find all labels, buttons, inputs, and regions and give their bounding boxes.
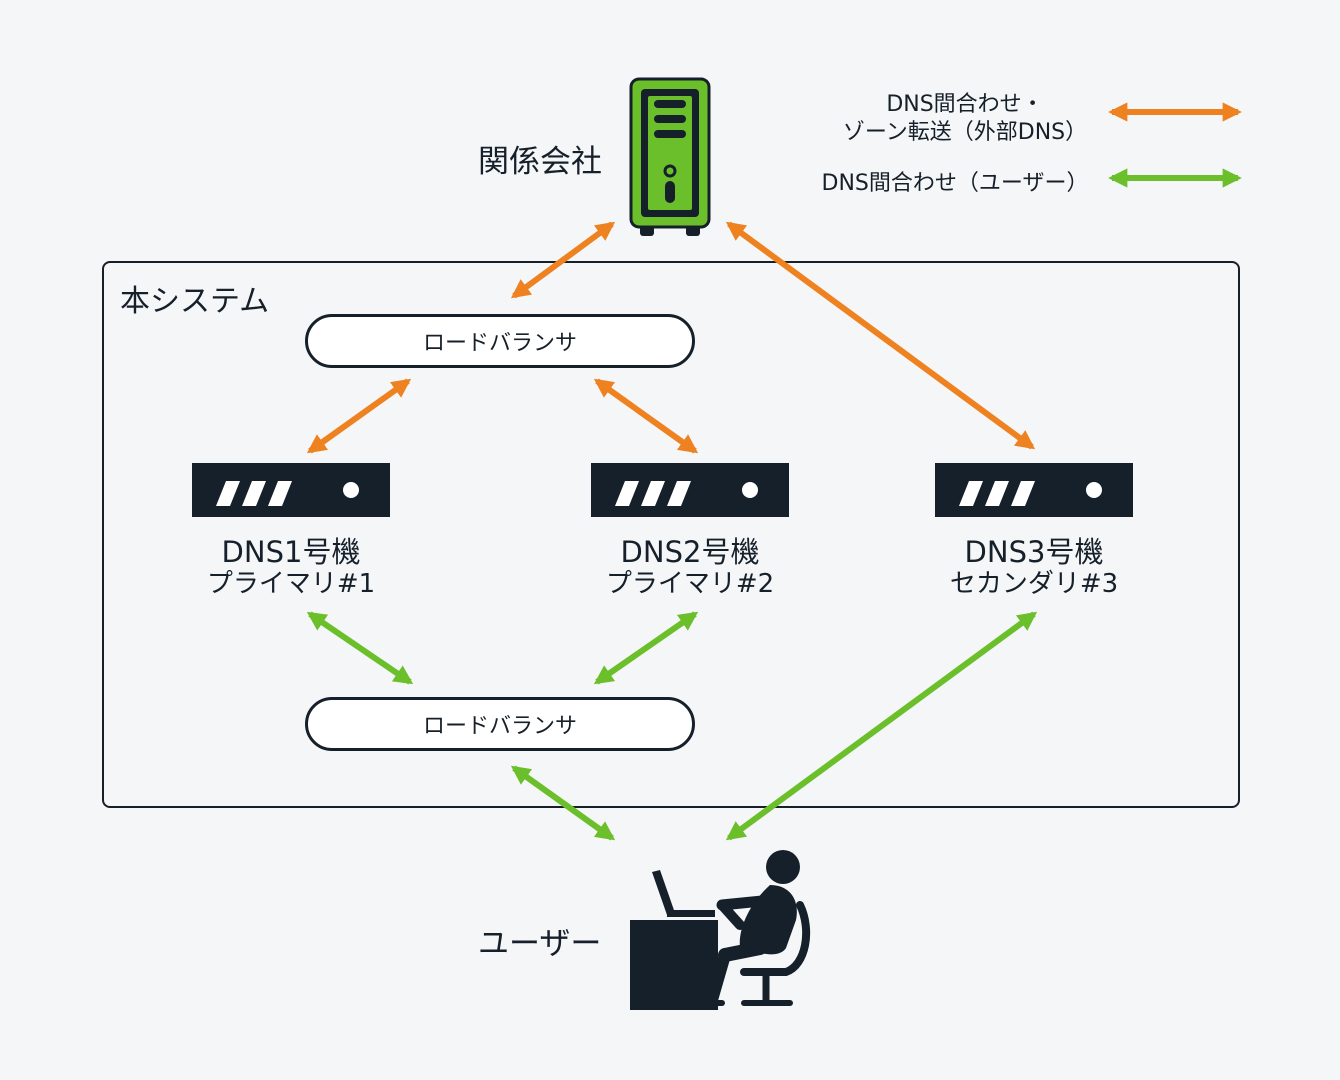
rack-server-icon xyxy=(935,463,1133,517)
server-3-role: セカンダリ#3 xyxy=(949,569,1119,599)
load-balancer-bottom-label: ロードバランサ xyxy=(422,714,577,739)
arrow-dns3-to-user xyxy=(725,611,1038,841)
legend-orange-line2: ゾーン転送（外部DNS） xyxy=(842,120,1088,145)
server-3-name: DNS3号機 xyxy=(964,535,1104,569)
arrow-partner-to-dns3 xyxy=(725,221,1036,450)
arrow-lb-bottom-to-user xyxy=(510,765,616,841)
server-2-role: プライマリ#2 xyxy=(605,569,775,599)
arrow-dns1-to-lb-bottom xyxy=(306,611,414,685)
load-balancer-top: ロードバランサ xyxy=(305,314,695,368)
rack-server-icon xyxy=(192,463,390,517)
rack-server-icon xyxy=(591,463,789,517)
arrow-dns2-to-lb-bottom xyxy=(593,611,699,685)
legend-green-label: DNS間合わせ（ユーザー） xyxy=(821,171,1089,196)
system-boundary xyxy=(102,261,1240,808)
arrow-partner-to-lb-top xyxy=(510,221,616,299)
server-tower-icon xyxy=(629,77,711,236)
load-balancer-top-label: ロードバランサ xyxy=(422,331,577,356)
legend-orange-line1: DNS間合わせ・ xyxy=(886,92,1044,117)
server-1-role: プライマリ#1 xyxy=(206,569,376,599)
load-balancer-bottom: ロードバランサ xyxy=(305,697,695,751)
user-at-desk-icon xyxy=(630,850,811,1010)
system-label: 本システム xyxy=(120,284,270,319)
user-label: ユーザー xyxy=(478,926,602,962)
server-2-name: DNS2号機 xyxy=(620,535,760,569)
arrow-lb-top-to-dns1 xyxy=(306,378,412,454)
arrow-lb-top-to-dns2 xyxy=(593,378,699,454)
server-1-name: DNS1号機 xyxy=(221,535,361,569)
partner-label: 関係会社 xyxy=(478,144,602,180)
